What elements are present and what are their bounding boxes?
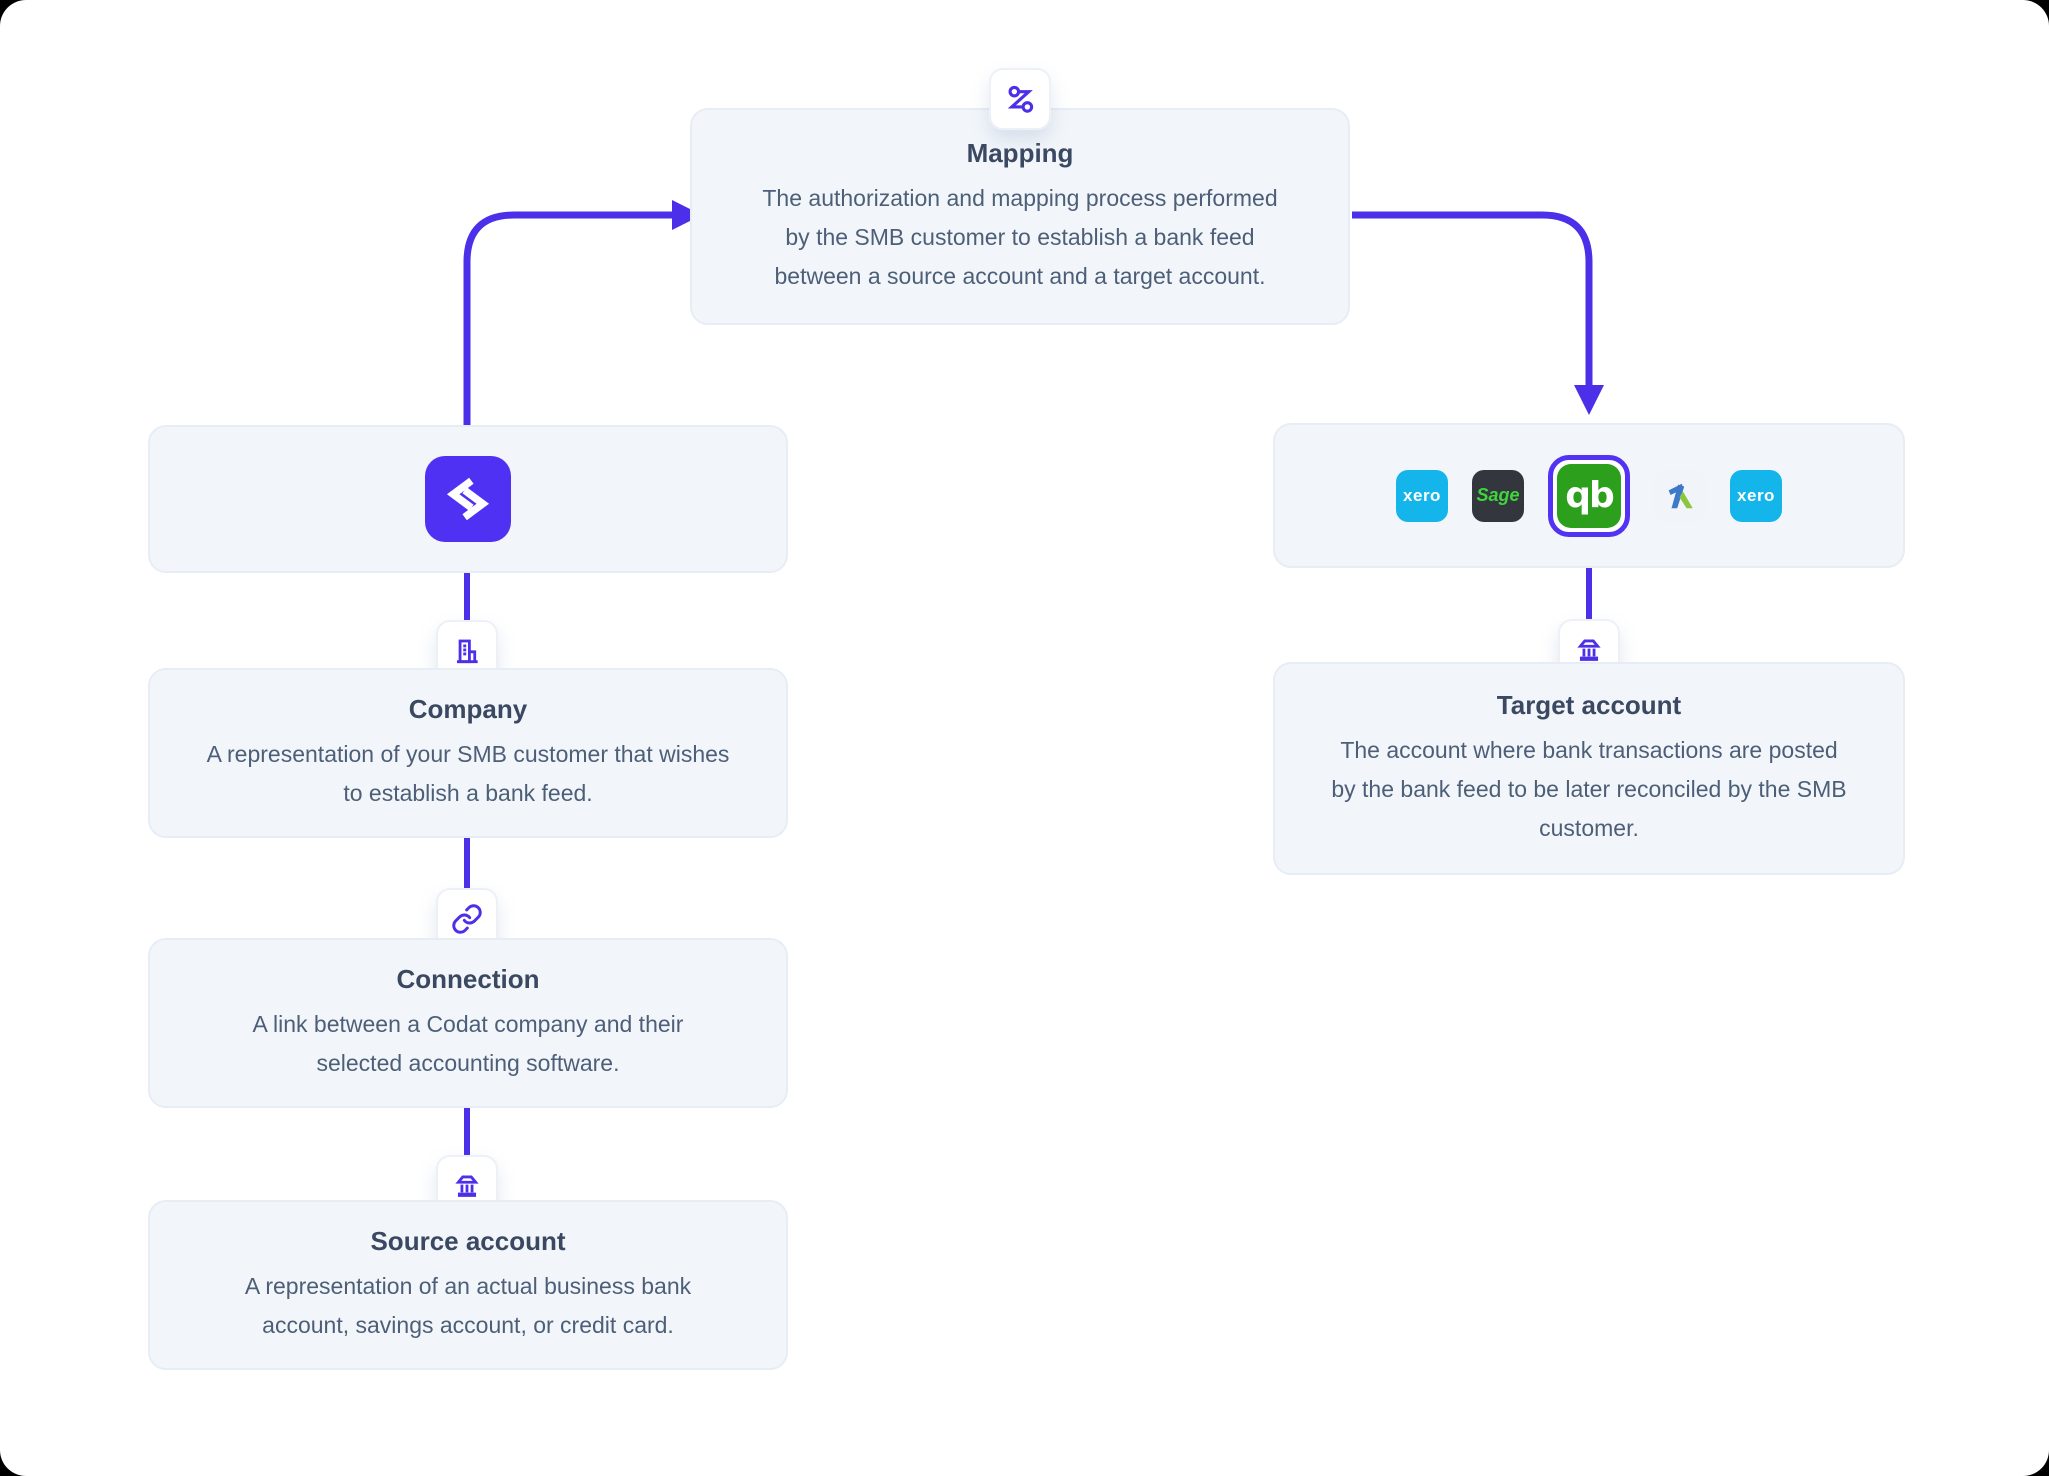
codat-chevrons-glyph <box>446 477 490 521</box>
quickbooks-logo-label: qb <box>1565 475 1615 516</box>
mapping-description-line: The authorization and mapping process pe… <box>762 184 1278 211</box>
node-codat-platform <box>148 425 788 573</box>
bank-glyph <box>455 1175 479 1197</box>
target-account-description-line: customer. <box>1539 814 1639 841</box>
source-account-description-line: account, savings account, or credit card… <box>262 1311 674 1338</box>
node-accounting-integrations: xero Sage qb xero <box>1273 423 1905 568</box>
bank-glyph <box>1577 639 1601 661</box>
link-glyph <box>452 904 482 934</box>
target-account-description-line: by the bank feed to be later reconciled … <box>1331 775 1847 802</box>
connection-description-line: selected accounting software. <box>316 1049 620 1076</box>
xero-logo-icon: xero <box>1396 469 1448 522</box>
connection-description-line: A link between a Codat company and their <box>252 1010 684 1037</box>
node-source-account: Source account A representation of an ac… <box>148 1200 788 1370</box>
source-account-description-line: A representation of an actual business b… <box>244 1272 692 1299</box>
company-title: Company <box>408 693 528 724</box>
mapping-route-glyph <box>1007 85 1034 113</box>
mapping-route-icon <box>989 68 1051 130</box>
node-company: Company A representation of your SMB cus… <box>148 668 788 838</box>
freeagent-glyph <box>1668 483 1693 508</box>
target-account-title: Target account <box>1496 689 1682 720</box>
node-target-account: Target account The account where bank tr… <box>1273 662 1905 875</box>
selected-integration-ring: qb <box>1548 454 1630 537</box>
xero-logo-label: xero <box>1737 485 1775 505</box>
sage-logo-icon: Sage <box>1472 469 1524 522</box>
node-connection: Connection A link between a Codat compan… <box>148 938 788 1108</box>
xero-logo-label: xero <box>1403 485 1441 505</box>
quickbooks-logo-icon: qb <box>1557 463 1621 528</box>
mapping-description-line: by the SMB customer to establish a bank … <box>785 223 1255 250</box>
arrowhead-down-icon <box>1574 385 1604 415</box>
mapping-description-line: between a source account and a target ac… <box>774 262 1266 289</box>
arrow-company-to-mapping <box>463 211 674 425</box>
building-glyph <box>457 639 478 664</box>
company-description-line: to establish a bank feed. <box>343 779 593 806</box>
mapping-title: Mapping <box>966 137 1074 168</box>
xero-logo-icon: xero <box>1730 469 1782 522</box>
connection-title: Connection <box>396 963 540 994</box>
company-description-line: A representation of your SMB customer th… <box>206 740 730 767</box>
arrow-mapping-to-integrations <box>1352 211 1593 386</box>
source-account-title: Source account <box>370 1225 566 1256</box>
freeagent-logo-icon <box>1654 469 1706 522</box>
codat-logo-icon <box>425 456 511 542</box>
node-mapping: Mapping The authorization and mapping pr… <box>690 108 1350 325</box>
target-account-description-line: The account where bank transactions are … <box>1340 736 1838 763</box>
sage-logo-label: Sage <box>1476 485 1520 505</box>
